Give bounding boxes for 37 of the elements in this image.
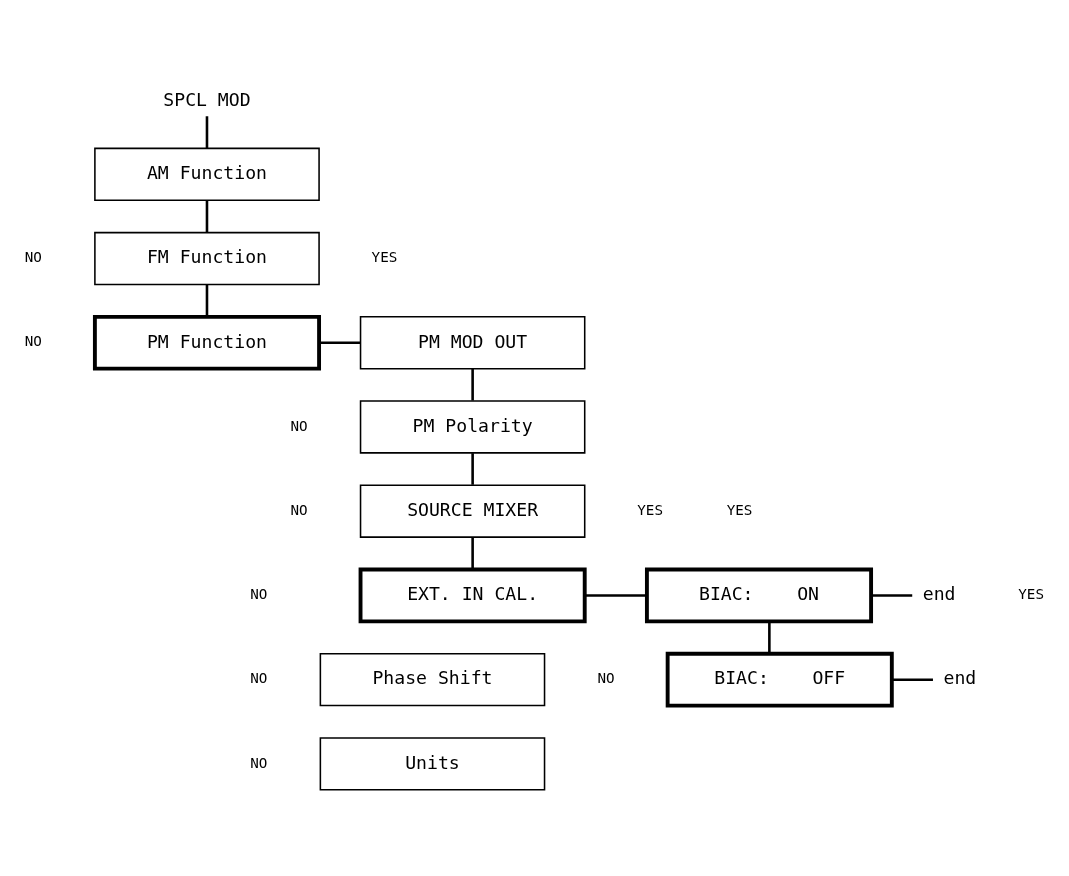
node-box: EXT. IN CAL. bbox=[358, 567, 587, 624]
connector bbox=[471, 537, 474, 569]
label: NO bbox=[250, 586, 268, 603]
label: YES bbox=[1018, 586, 1044, 603]
connector bbox=[205, 284, 209, 317]
connector bbox=[205, 116, 209, 149]
node-box: PM MOD OUT bbox=[359, 316, 586, 370]
node-text: SPCL MOD bbox=[163, 88, 251, 110]
node-box: BIAC: OFF bbox=[665, 651, 894, 708]
node-box: AM Function bbox=[94, 147, 320, 201]
label: NO bbox=[24, 333, 42, 350]
connector bbox=[471, 368, 474, 401]
node-text: end bbox=[943, 667, 977, 689]
node-text: end bbox=[922, 583, 956, 605]
connector bbox=[585, 594, 647, 597]
label: YES bbox=[726, 501, 753, 518]
label: NO bbox=[24, 249, 42, 266]
node-box: SOURCE MIXER bbox=[359, 484, 586, 538]
node-box: PM Polarity bbox=[359, 400, 586, 454]
node-box: FM Function bbox=[94, 231, 320, 286]
label: NO bbox=[250, 754, 268, 771]
connector bbox=[205, 200, 209, 233]
connector bbox=[871, 594, 913, 597]
connector bbox=[319, 341, 361, 345]
label: YES bbox=[637, 501, 664, 518]
node-box: PM Function bbox=[92, 314, 321, 371]
connector bbox=[471, 453, 474, 485]
node-box: BIAC: ON bbox=[644, 567, 874, 624]
connector bbox=[892, 678, 933, 681]
label: NO bbox=[290, 501, 308, 518]
node-box: Units bbox=[319, 737, 546, 791]
label: NO bbox=[290, 417, 308, 434]
node-box: Phase Shift bbox=[319, 652, 546, 707]
label: NO bbox=[250, 670, 268, 687]
label: YES bbox=[371, 249, 398, 266]
connector bbox=[768, 621, 771, 654]
label: NO bbox=[597, 670, 615, 687]
